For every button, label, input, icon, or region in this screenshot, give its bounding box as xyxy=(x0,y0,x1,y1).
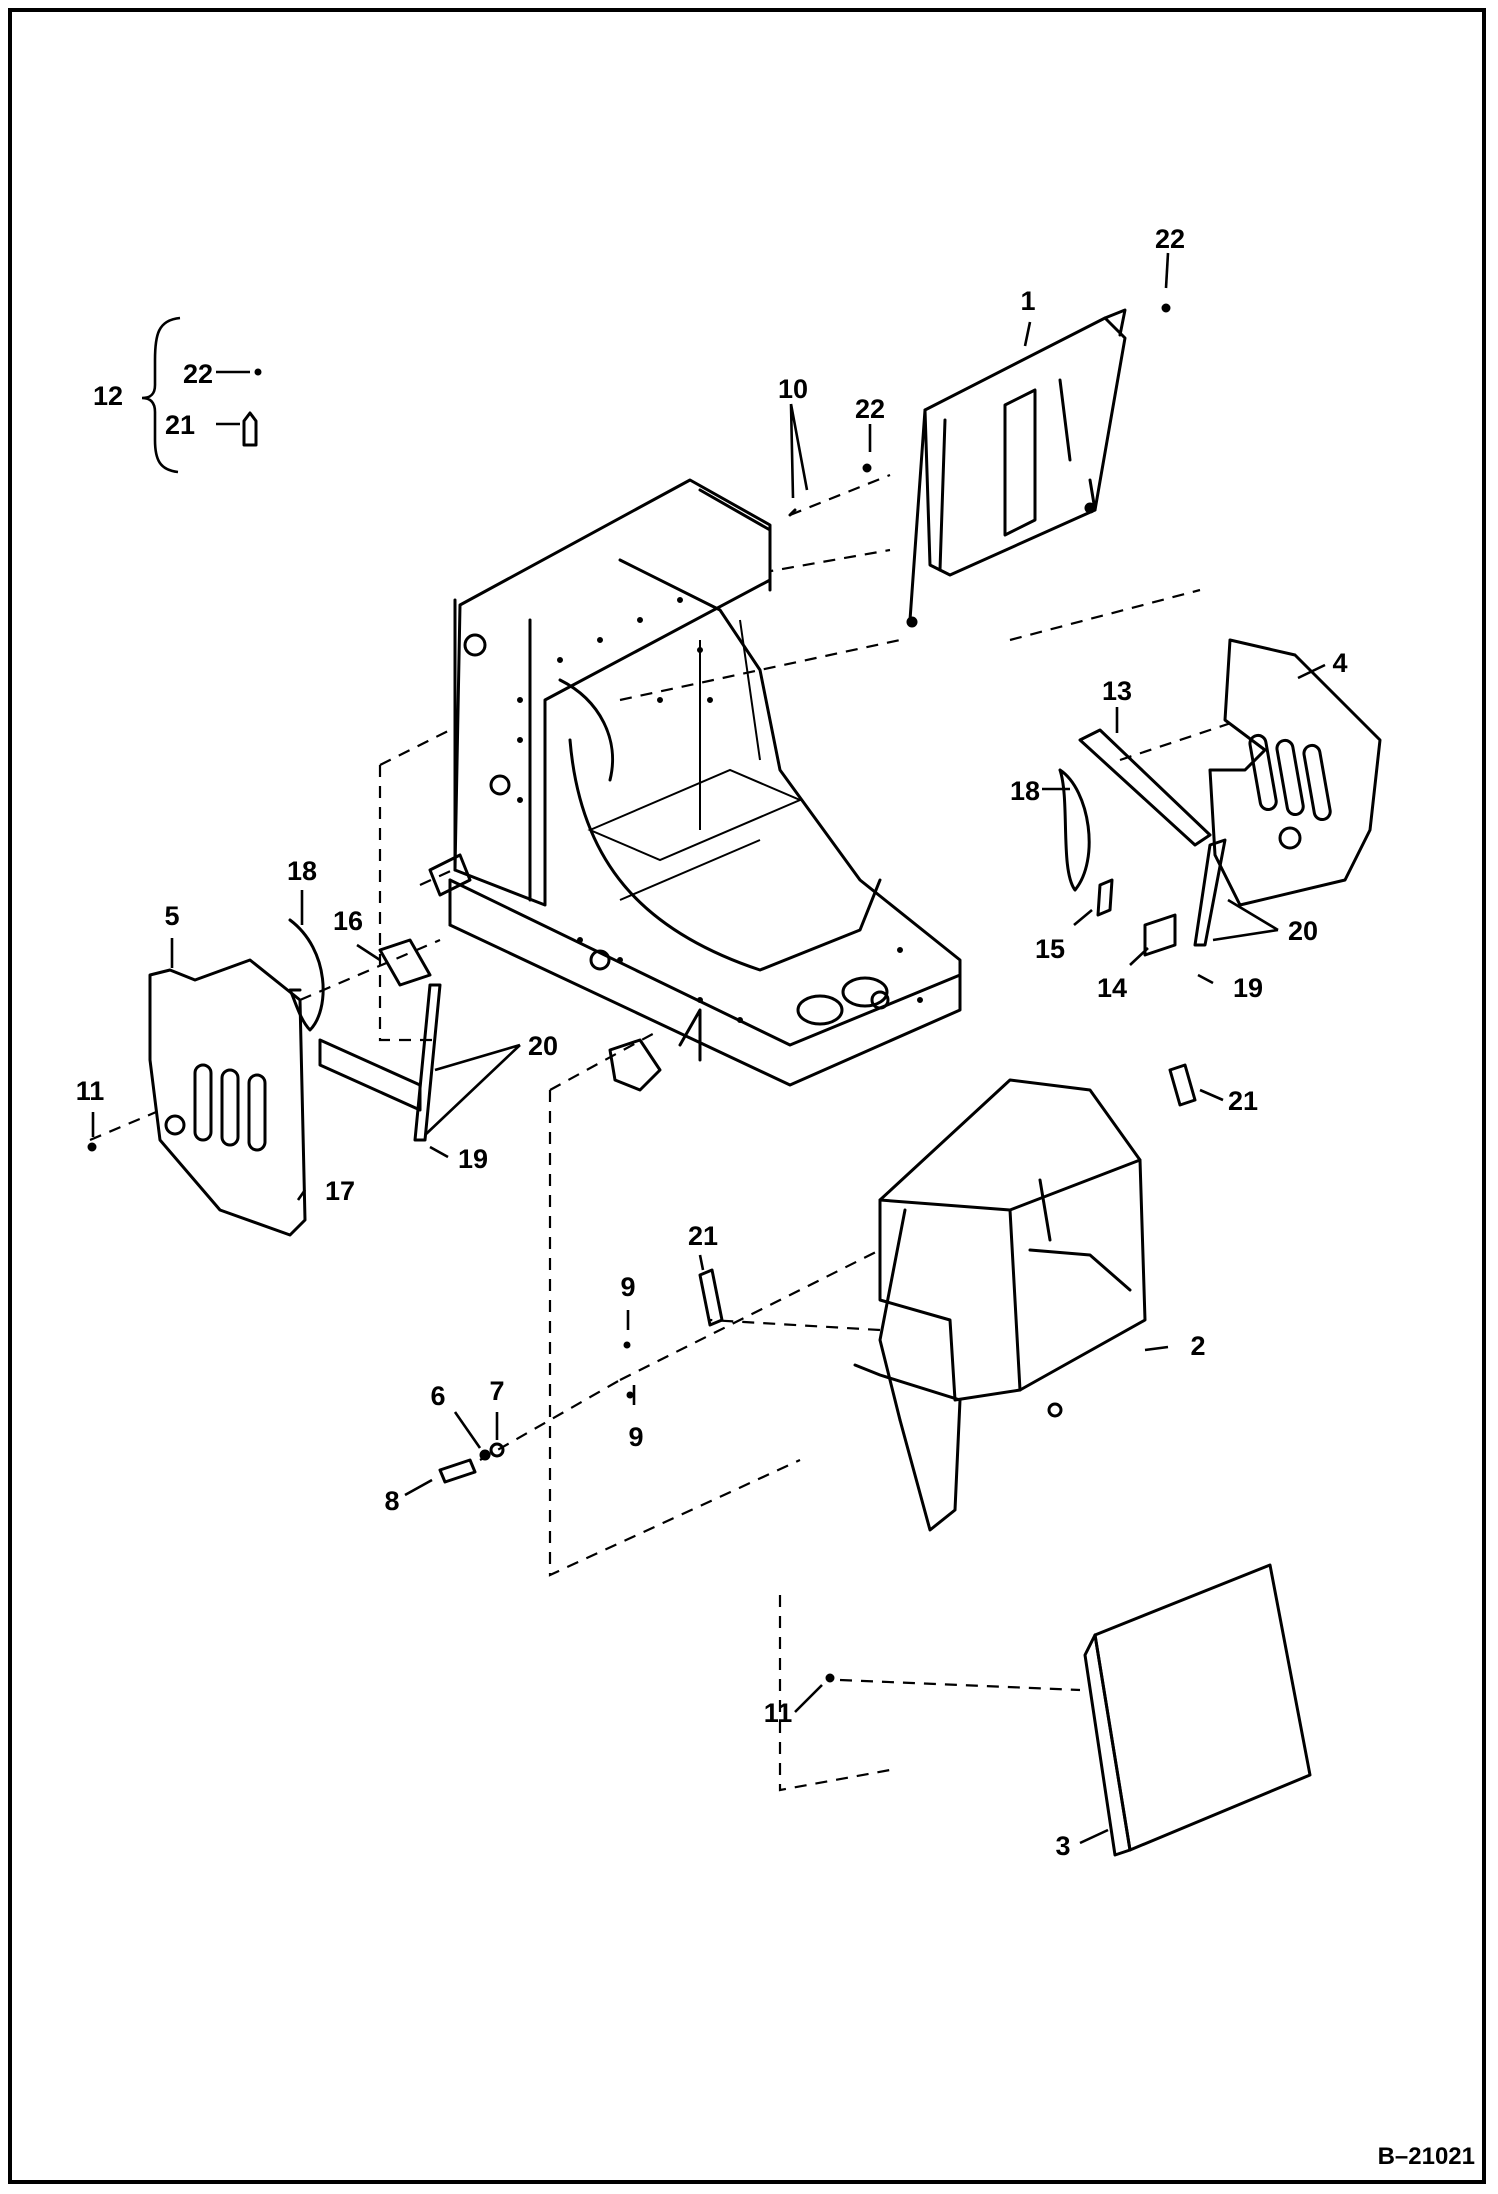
callout-1: 1 xyxy=(1020,286,1035,316)
callout-9-lower: 9 xyxy=(628,1422,643,1452)
assembly-dashed-lines xyxy=(89,473,1241,1792)
callout-17: 17 xyxy=(325,1176,355,1206)
callout-9-upper: 9 xyxy=(620,1272,635,1302)
part-2-seat-box xyxy=(853,1078,1147,1532)
part-17-left-panel xyxy=(148,958,307,1237)
callout-19-right: 19 xyxy=(1233,973,1263,1003)
part-16-pad xyxy=(378,938,432,987)
part-1-cover-panel xyxy=(906,308,1127,628)
callout-12-22: 22 xyxy=(183,359,213,389)
small-hardware xyxy=(87,303,1171,1683)
callout-13: 13 xyxy=(1102,676,1132,706)
part-20-strip-left xyxy=(318,1038,422,1112)
part-8-bolt xyxy=(438,1458,477,1484)
callout-20-left: 20 xyxy=(528,1031,558,1061)
part-19-strip-right xyxy=(1193,838,1227,947)
part-13-strip xyxy=(1078,728,1212,847)
callout-22-top: 22 xyxy=(855,394,885,424)
frame-holes xyxy=(517,597,923,1023)
part-19-strip-left xyxy=(413,983,442,1142)
part-18-handle-left xyxy=(288,918,325,1032)
callout-3: 3 xyxy=(1055,1831,1070,1861)
main-frame xyxy=(428,478,962,1092)
part-7-nut xyxy=(489,1442,505,1458)
callout-4: 4 xyxy=(1332,648,1347,678)
part-11-fastener-left xyxy=(87,1142,97,1152)
callout-11-right: 11 xyxy=(764,1698,793,1728)
callout-10: 10 xyxy=(778,374,808,404)
part-6-washer xyxy=(479,1449,491,1461)
part-11-fastener-right xyxy=(825,1673,835,1683)
callout-12: 12 xyxy=(93,381,123,411)
part-22-screw-kit xyxy=(254,368,262,376)
callout-18-right: 18 xyxy=(1010,776,1040,806)
left-cluster-small-parts xyxy=(288,918,442,1142)
callout-7: 7 xyxy=(489,1376,504,1406)
callout-8: 8 xyxy=(384,1486,399,1516)
part-21-latch-center xyxy=(698,1268,724,1327)
part-4-side-panel xyxy=(1208,638,1382,907)
callout-2: 2 xyxy=(1190,1331,1205,1361)
callout-12-21: 21 xyxy=(165,410,195,440)
part-10-pin xyxy=(788,508,797,517)
part-14-pad xyxy=(1143,913,1177,957)
kit-12-brace xyxy=(141,316,181,474)
part-15-pad xyxy=(1096,878,1114,917)
callout-20-right: 20 xyxy=(1288,916,1318,946)
callout-21-center: 21 xyxy=(688,1221,718,1251)
callout-5: 5 xyxy=(164,901,179,931)
callout-15: 15 xyxy=(1035,934,1065,964)
callout-22-right: 22 xyxy=(1155,224,1185,254)
callout-6: 6 xyxy=(430,1381,445,1411)
callout-16: 16 xyxy=(333,906,363,936)
right-cluster-small-parts xyxy=(1058,728,1227,1107)
part-3-bottom-panel xyxy=(1083,1563,1312,1857)
callout-14: 14 xyxy=(1097,973,1127,1003)
part-22-screw-top xyxy=(862,463,872,473)
callout-21-right: 21 xyxy=(1228,1086,1258,1116)
part-9-pin-lower xyxy=(626,1391,634,1399)
callout-11-left: 11 xyxy=(76,1076,105,1106)
figure-id: B–21021 xyxy=(1378,2143,1475,2170)
part-22-screw-right xyxy=(1161,303,1171,313)
callout-18-left: 18 xyxy=(287,856,317,886)
part-21-latch-kit xyxy=(242,411,258,447)
part-18-handle-right xyxy=(1058,768,1091,892)
part-9-pin-upper xyxy=(623,1341,631,1349)
callout-19-left: 19 xyxy=(458,1144,488,1174)
part-21-latch-right xyxy=(1168,1063,1197,1107)
callout-labels: 1 2 3 4 5 6 7 8 9 9 10 11 11 12 22 21 13… xyxy=(76,224,1348,1861)
leader-lines xyxy=(91,252,1326,1845)
